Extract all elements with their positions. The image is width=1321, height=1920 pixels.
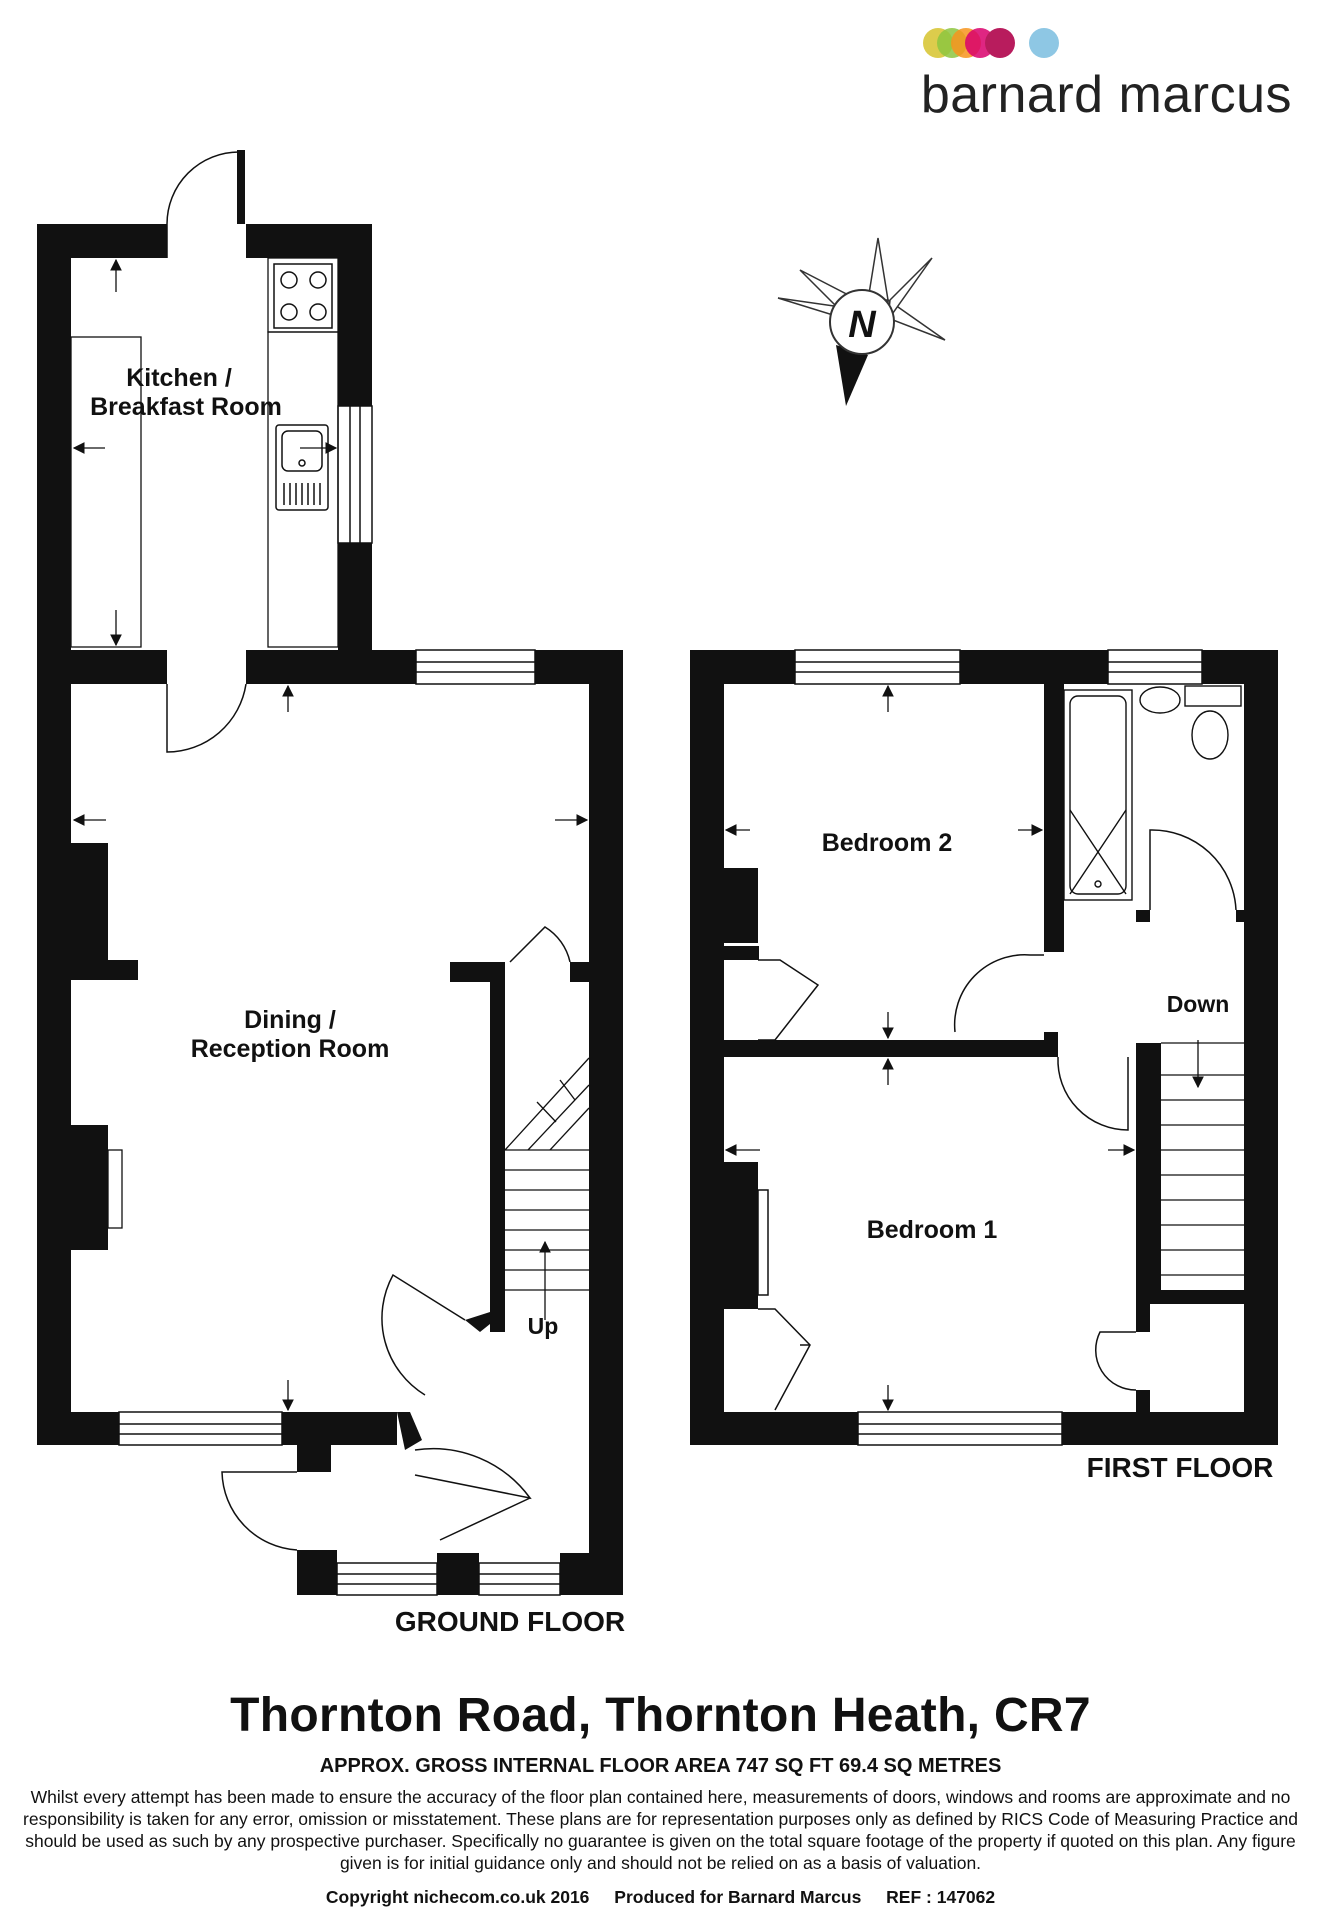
bedroom-measurement-arrows	[724, 684, 1136, 1412]
dining-measurement-arrows	[72, 684, 589, 1412]
kitchen-label-line1: Kitchen /	[126, 364, 232, 392]
first-floor-doors	[757, 829, 1237, 1411]
stairs-up-label: Up	[528, 1313, 559, 1339]
ground-floor-doors	[166, 683, 571, 1551]
fireplace-icon	[71, 1125, 123, 1250]
basin-icon	[1139, 686, 1181, 714]
logo-dot-5	[985, 28, 1015, 58]
bathroom-fittings	[1063, 685, 1242, 901]
copyright-text: Copyright nichecom.co.uk 2016	[325, 1887, 590, 1907]
dining-label-line2: Reception Room	[191, 1035, 390, 1063]
toilet-cistern-icon	[1184, 685, 1242, 707]
hob-icon	[273, 263, 333, 329]
stairs-down-label: Down	[1167, 991, 1230, 1017]
bedroom1-label: Bedroom 1	[867, 1216, 998, 1244]
logo-dot-6	[1029, 28, 1059, 58]
disclaimer-text: Whilst every attempt has been made to en…	[23, 1787, 1298, 1873]
kitchen-window	[337, 405, 373, 544]
kitchen-measurement-arrows	[72, 258, 338, 647]
bedroom2-label: Bedroom 2	[822, 829, 953, 857]
ground-floor-label: GROUND FLOOR	[395, 1606, 625, 1637]
first-floor-label: FIRST FLOOR	[1087, 1452, 1274, 1483]
ground-stairs	[504, 1057, 590, 1320]
brand-name: barnard marcus	[921, 66, 1292, 124]
kitchen-walls	[37, 150, 372, 684]
property-address: Thornton Road, Thornton Heath, CR7	[230, 1689, 1091, 1742]
first-stairs	[1161, 1040, 1244, 1276]
ground-floor-plan	[37, 150, 623, 1596]
credits-line: Copyright nichecom.co.uk 2016 Produced f…	[0, 1887, 1321, 1908]
kitchen-fittings	[70, 257, 339, 648]
first-floor-windows	[794, 649, 1203, 1446]
brand-logo: barnard marcus	[921, 28, 1292, 124]
dining-label-line1: Dining /	[244, 1006, 336, 1034]
ground-floor-windows	[118, 649, 561, 1596]
kitchen-back-door	[166, 151, 240, 258]
compass-icon: N	[777, 237, 946, 406]
compass-north-label: N	[848, 304, 877, 346]
first-floor-walls	[690, 650, 1278, 1445]
floor-area-summary: APPROX. GROSS INTERNAL FLOOR AREA 747 SQ…	[319, 1755, 1002, 1777]
toilet-icon	[1191, 710, 1229, 760]
ground-floor-walls	[37, 650, 623, 1595]
sink-icon	[275, 424, 329, 511]
first-floor-plan	[690, 649, 1278, 1446]
reference-number: REF : 147062	[886, 1887, 996, 1907]
kitchen-label-line2: Breakfast Room	[90, 393, 282, 421]
produced-for-text: Produced for Barnard Marcus	[614, 1887, 862, 1907]
